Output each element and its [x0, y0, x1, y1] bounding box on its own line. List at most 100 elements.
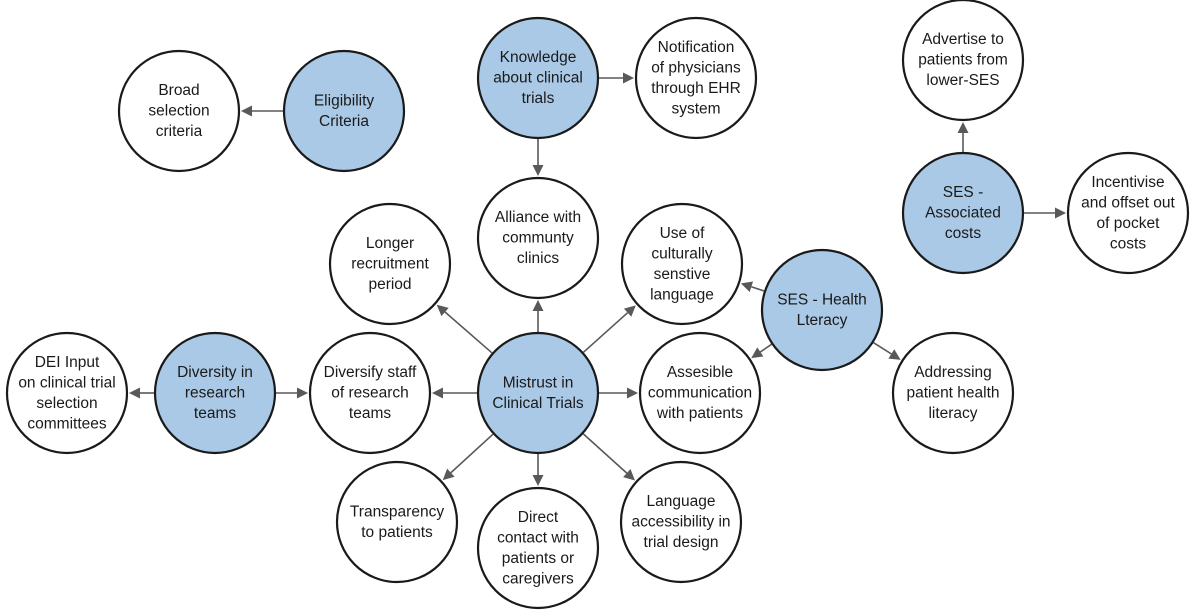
node-label-line: Addressing — [914, 364, 992, 381]
node-label-line: Incentivise — [1091, 174, 1164, 191]
edge-knowledge-to-alliance — [532, 139, 544, 176]
node-circle — [282, 49, 406, 173]
arrowhead — [623, 72, 634, 84]
edge-mistrust-to-assesible — [599, 387, 638, 399]
node-label-line: Direct — [518, 509, 559, 526]
arrowhead — [432, 387, 443, 399]
arrowhead — [532, 165, 544, 176]
node-transparency: Transparency to patients — [335, 460, 459, 584]
edge-mistrust-to-longer — [436, 304, 493, 354]
node-label-line: Assesible — [667, 364, 733, 381]
node-label-line: costs — [945, 225, 981, 242]
node-label-line: research — [185, 385, 245, 402]
arrowhead — [627, 387, 638, 399]
node-label-line: criteria — [156, 123, 203, 140]
node-label-line: Lteracy — [797, 312, 848, 329]
edge-line — [450, 433, 494, 474]
node-circle — [328, 202, 452, 326]
node-label-line: Mistrust in — [503, 374, 574, 391]
node-circle — [619, 460, 743, 584]
node-circle — [760, 248, 884, 372]
edge-ses_health-to-assesible — [751, 343, 773, 359]
node-label-line: Clinical Trials — [492, 395, 584, 412]
node-direct: Direct contact with patients or caregivers — [476, 486, 600, 610]
arrowhead — [1055, 207, 1066, 219]
edge-mistrust-to-transparency — [442, 433, 494, 481]
node-broad: Broad selection criteria — [117, 49, 241, 173]
node-label-line: Longer — [366, 235, 414, 252]
node-label-line: Knowledge — [500, 49, 577, 66]
arrowhead — [623, 305, 636, 317]
edge-line — [582, 312, 629, 353]
node-label-line: selection — [148, 103, 209, 120]
node-label-line: on clinical trial — [18, 374, 115, 391]
node-label-line: accessibility in — [631, 514, 730, 531]
node-label-line: Associated — [925, 205, 1001, 222]
node-label-line: communication — [648, 385, 752, 402]
edge-ses_health-to-cultural — [740, 281, 765, 293]
node-label-line: Broad — [158, 82, 199, 99]
edge-mistrust-to-direct — [532, 454, 544, 486]
edge-line — [582, 433, 628, 474]
node-label-line: culturally — [651, 245, 712, 262]
node-circle — [117, 49, 241, 173]
node-label-line: to patients — [361, 524, 433, 541]
node-label-line: selection — [36, 395, 97, 412]
node-circle — [5, 331, 129, 455]
edge-ses_health-to-addressing — [873, 341, 901, 360]
node-label-line: caregivers — [502, 570, 574, 587]
edge-diversity-to-dei — [129, 387, 154, 399]
node-label-line: about clinical — [493, 70, 583, 87]
node-label-line: of pocket — [1097, 215, 1161, 232]
node-label-line: patient health — [906, 385, 999, 402]
node-assesible: Assesible communication with patients — [638, 331, 762, 455]
edge-mistrust-to-language — [582, 433, 635, 481]
arrowhead — [297, 387, 308, 399]
node-label-line: SES - Health — [777, 291, 867, 308]
node-label-line: Diversity in — [177, 364, 253, 381]
arrowhead — [751, 347, 764, 359]
node-label-line: patients from — [918, 52, 1008, 69]
node-label-line: teams — [349, 405, 391, 422]
edge-ses_costs-to-advertise — [957, 122, 969, 152]
node-label-line: committees — [27, 415, 106, 432]
node-dei: DEI Input on clinical trial selection commi… — [5, 331, 129, 455]
node-label-line: DEI Input — [35, 354, 100, 371]
node-label-line: contact with — [497, 529, 579, 546]
arrowhead — [888, 349, 901, 360]
edge-knowledge-to-notification — [599, 72, 634, 84]
arrowhead — [532, 475, 544, 486]
node-circle — [1066, 151, 1190, 275]
arrowhead — [436, 304, 449, 317]
arrowhead — [740, 281, 754, 293]
node-label-line: patients or — [502, 550, 574, 567]
node-circle — [476, 486, 600, 610]
node-label-line: through EHR — [651, 80, 741, 97]
node-circle — [901, 0, 1025, 122]
node-label-line: with patients — [656, 405, 743, 422]
edge-eligibility-to-broad — [241, 105, 283, 117]
node-incentivise: Incentivise and offset out of pocket costs — [1066, 151, 1190, 275]
node-label-line: lower-SES — [926, 72, 999, 89]
node-circle — [153, 331, 277, 455]
arrowhead — [129, 387, 140, 399]
node-label-line: Transparency — [350, 503, 444, 520]
node-circle — [901, 151, 1025, 275]
node-circle — [335, 460, 459, 584]
node-label-line: costs — [1110, 235, 1146, 252]
node-label-line: and offset out — [1081, 194, 1175, 211]
node-circle — [308, 331, 432, 455]
arrowhead — [241, 105, 252, 117]
edge-line — [873, 341, 892, 355]
node-circle — [476, 16, 600, 140]
